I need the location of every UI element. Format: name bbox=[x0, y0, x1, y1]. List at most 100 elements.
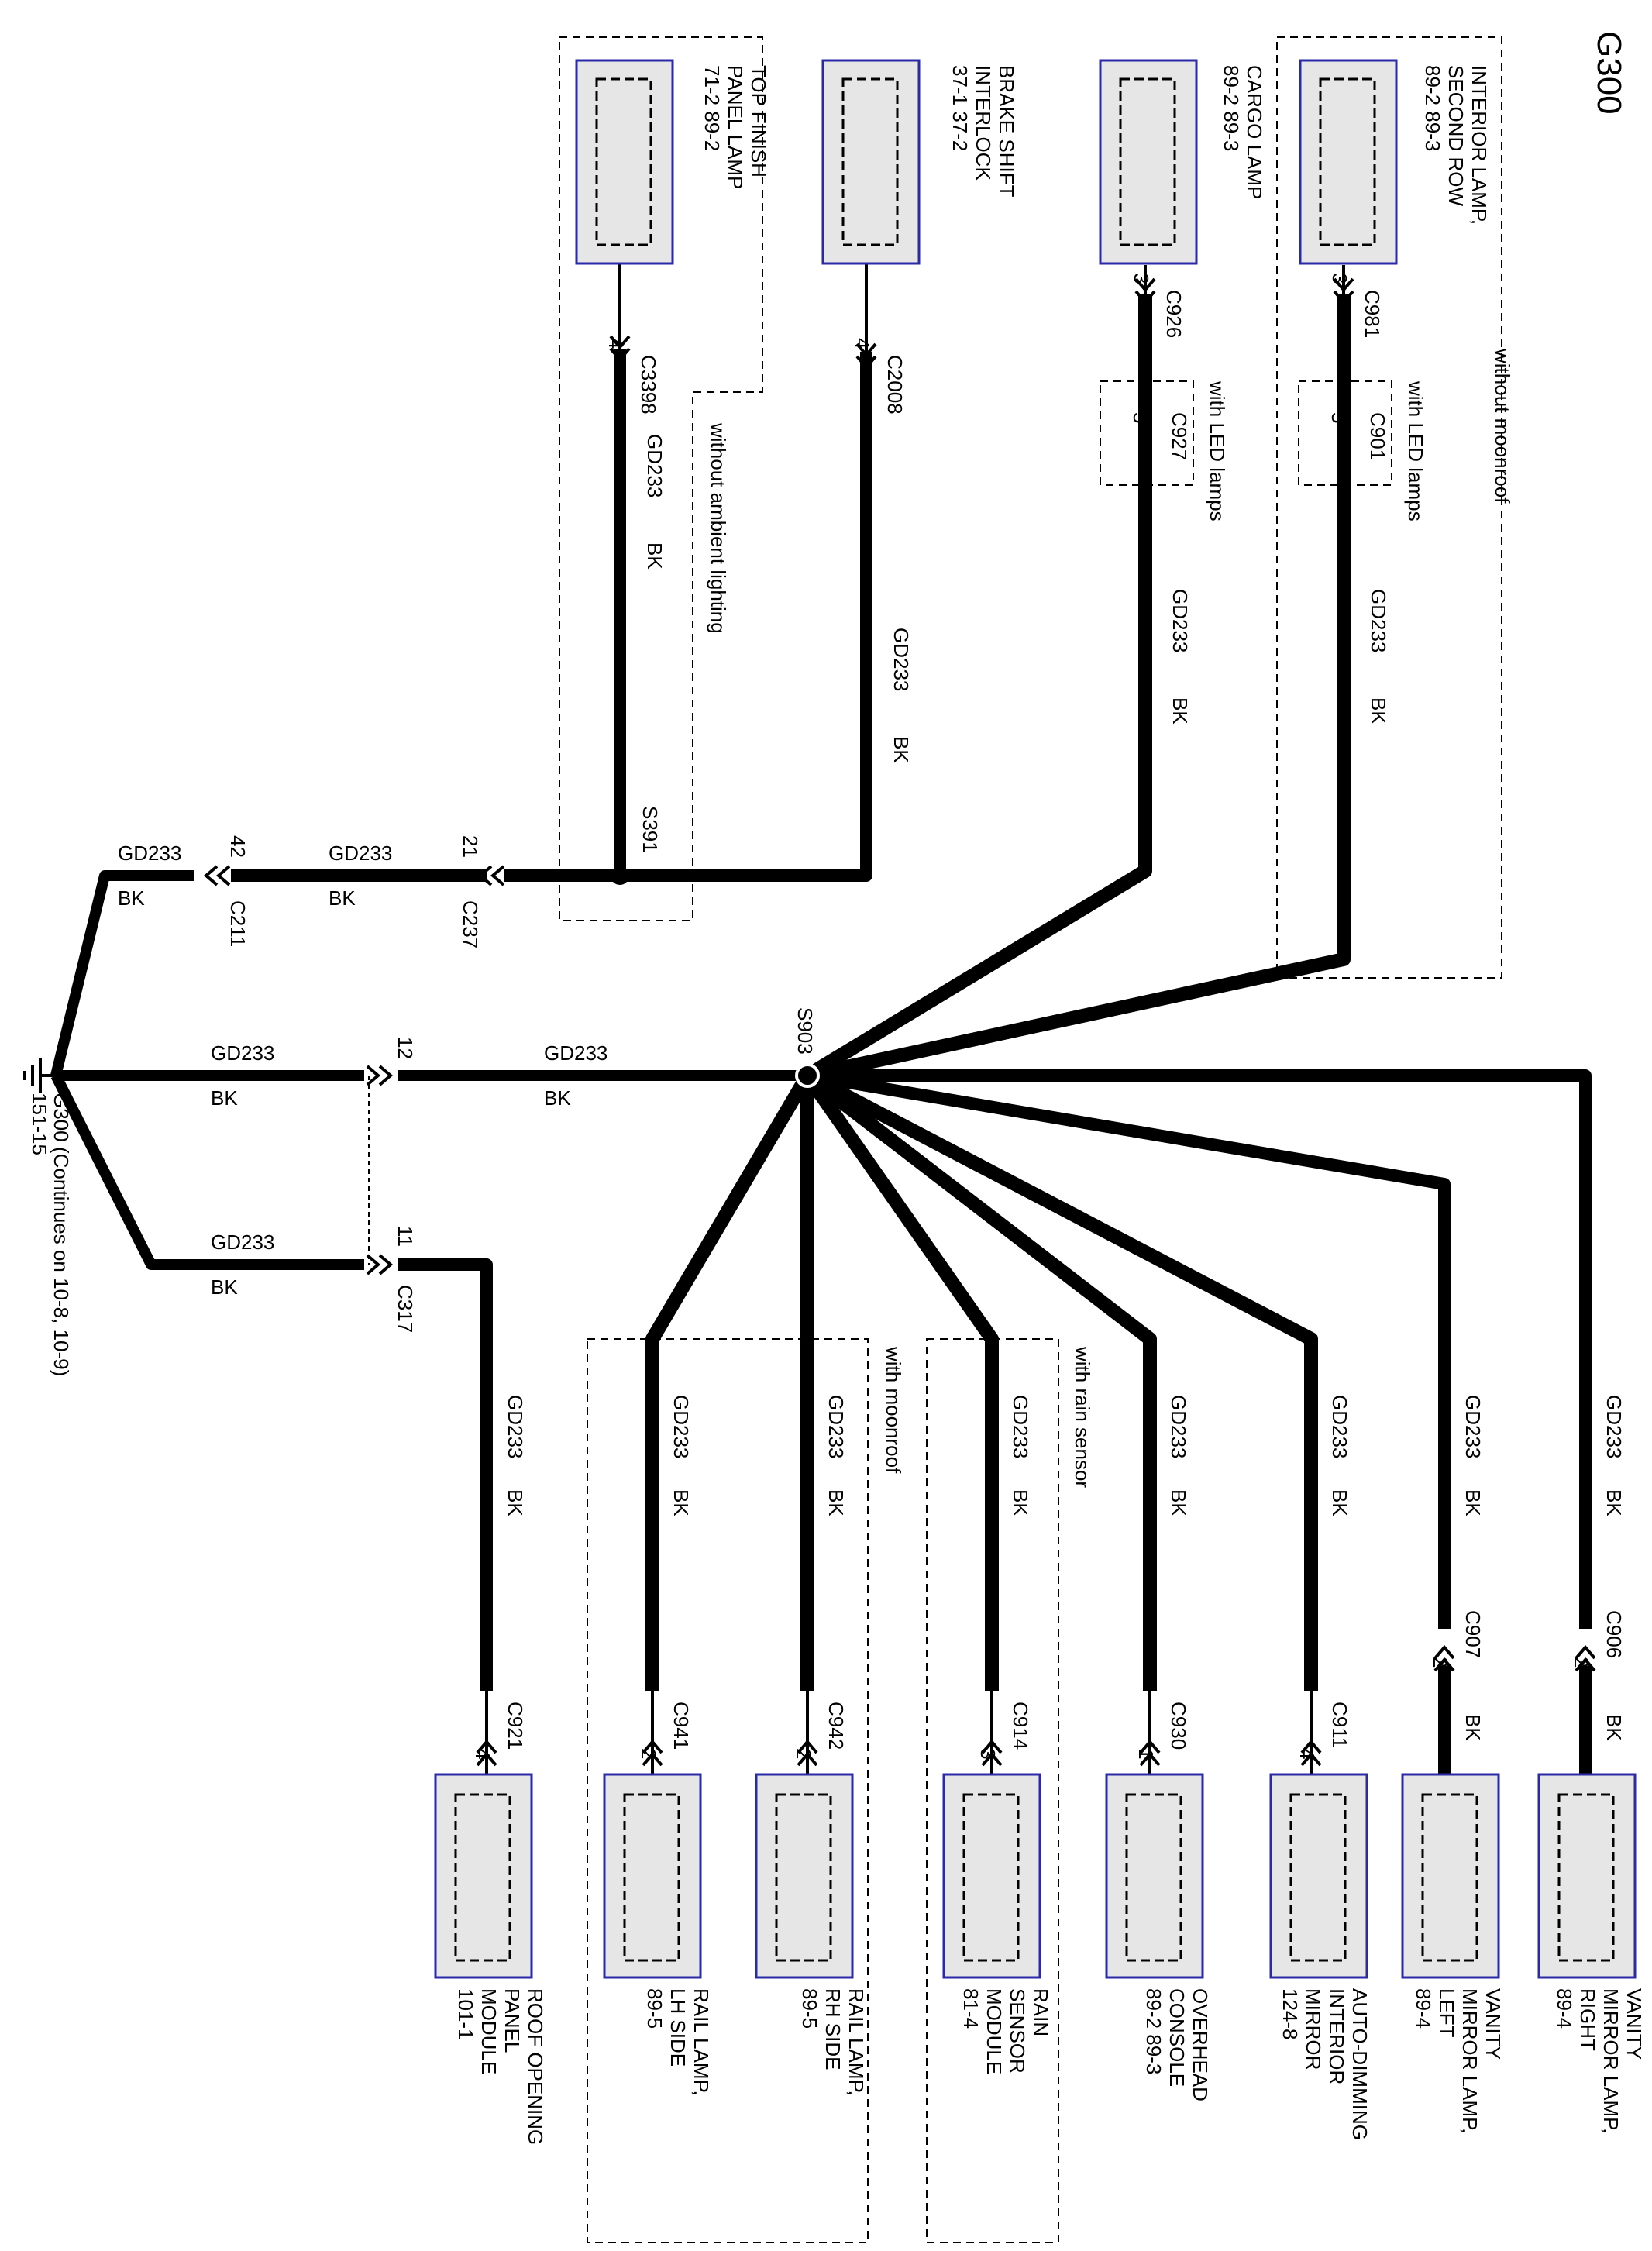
wire-c317-ground bbox=[50, 1072, 364, 1270]
component-vanity-right[interactable] bbox=[1537, 1773, 1637, 1979]
connector-c211-icon bbox=[203, 865, 231, 886]
label-rail_rh-line-2: RH SIDE bbox=[821, 1988, 845, 2070]
label-auto_dimming-line-3: MIRROR bbox=[1302, 1988, 1325, 2070]
circuit-auto_dimming: GD233 bbox=[1328, 1395, 1351, 1458]
label-cargo_lamp-line-1: CARGO LAMP bbox=[1243, 65, 1266, 199]
box-led-c901 bbox=[1298, 380, 1392, 486]
label-auto_dimming-line-2: INTERIOR bbox=[1325, 1988, 1348, 2084]
connector-cargo_lamp: C926 bbox=[1162, 290, 1186, 338]
connector-c907-icon bbox=[1433, 1644, 1455, 1672]
pin-pin12: 12 bbox=[394, 1037, 417, 1059]
pin-top_finish: 4 bbox=[604, 338, 628, 349]
wire-brake-shift bbox=[504, 352, 872, 882]
without-moonroof-label: without moonroof bbox=[1491, 348, 1514, 504]
label-vanity_right-line-2: MIRROR LAMP, bbox=[1599, 1988, 1623, 2133]
label-overhead_console-line-2: CONSOLE bbox=[1165, 1988, 1189, 2087]
label-rail_rh-line-1: RAIL LAMP, bbox=[845, 1988, 868, 2096]
wire-auto-dimming bbox=[804, 1069, 1318, 1691]
color-roof_opening: BK bbox=[504, 1489, 527, 1516]
label-interior_lamp-line-3: 89-2 89-3 bbox=[1421, 65, 1444, 151]
component-vanity-left[interactable] bbox=[1401, 1773, 1500, 1979]
component-rail-rh[interactable] bbox=[755, 1773, 854, 1979]
label-brake_shift-line-3: 37-1 37-2 bbox=[948, 65, 972, 151]
circuit-pin12: GD233 bbox=[544, 1041, 607, 1065]
page-title: G300 bbox=[1590, 31, 1628, 115]
wire-rail-lh bbox=[645, 1072, 814, 1691]
led-pin-interior_lamp: 5 bbox=[1327, 412, 1351, 423]
splice-s391[interactable] bbox=[611, 866, 629, 885]
connector-vanity_right: C906 bbox=[1602, 1610, 1626, 1658]
label-roof_opening-line-2: PANEL bbox=[501, 1988, 524, 2053]
color-c211-left: BK bbox=[118, 886, 145, 910]
circuit-rain_sensor: GD233 bbox=[1009, 1395, 1032, 1458]
color-rain_sensor: BK bbox=[1009, 1489, 1032, 1516]
component-rail-lh[interactable] bbox=[603, 1773, 702, 1979]
color-c237: BK bbox=[329, 886, 356, 910]
label-interior_lamp-line-1: INTERIOR LAMP, bbox=[1468, 65, 1491, 225]
splice-s903[interactable] bbox=[795, 1063, 820, 1088]
color-rail_lh: BK bbox=[669, 1489, 693, 1516]
connector-symbols bbox=[203, 277, 1596, 1767]
label-vanity_right-line-3: RIGHT bbox=[1576, 1988, 1599, 2051]
label-vanity_left-line-2: MIRROR LAMP, bbox=[1458, 1988, 1482, 2133]
connector-c906-icon bbox=[1575, 1644, 1596, 1672]
label-brake_shift-line-1: BRAKE SHIFT bbox=[995, 65, 1018, 198]
color-pin12-left: BK bbox=[211, 1086, 238, 1110]
connector-c914-icon bbox=[981, 1739, 1003, 1767]
label-cargo_lamp-line-2: 89-2 89-3 bbox=[1220, 65, 1243, 151]
ground-ref: 151-15 bbox=[28, 1093, 51, 1155]
short-color-vanity_right: BK bbox=[1602, 1714, 1626, 1741]
wire-c317-roof bbox=[398, 1258, 493, 1691]
pin-vanity_left: 2 bbox=[1429, 1657, 1452, 1668]
wire-vanity-right bbox=[807, 1069, 1592, 1629]
component-rain-sensor[interactable] bbox=[942, 1773, 1041, 1979]
circuit-rail_lh: GD233 bbox=[669, 1395, 693, 1458]
color-interior_lamp: BK bbox=[1367, 697, 1390, 725]
component-cargo-lamp[interactable] bbox=[1099, 59, 1198, 265]
color-auto_dimming: BK bbox=[1328, 1489, 1351, 1516]
color-rail_rh: BK bbox=[824, 1489, 848, 1516]
connector-top_finish: C3398 bbox=[637, 355, 660, 415]
circuit-vanity_left: GD233 bbox=[1461, 1395, 1485, 1458]
with-rain-sensor-label: with rain sensor bbox=[1071, 1346, 1094, 1488]
box-without-moonroof bbox=[1276, 36, 1502, 979]
component-auto-dimming[interactable] bbox=[1269, 1773, 1368, 1979]
component-overhead-console[interactable] bbox=[1105, 1773, 1204, 1979]
splice-s903-label: S903 bbox=[793, 1007, 817, 1055]
label-vanity_left-line-4: 89-4 bbox=[1412, 1988, 1435, 2029]
color-pin12: BK bbox=[544, 1086, 571, 1110]
connector-c921-icon bbox=[476, 1739, 497, 1767]
label-rain_sensor-line-3: MODULE bbox=[983, 1988, 1006, 2074]
connector-c3398-icon bbox=[609, 335, 631, 363]
pin-brake_shift: 4 bbox=[851, 338, 874, 349]
component-interior-lamp[interactable] bbox=[1299, 59, 1398, 265]
circuit-rail_rh: GD233 bbox=[824, 1395, 848, 1458]
label-brake_shift-line-2: INTERLOCK bbox=[972, 65, 995, 181]
component-brake-shift[interactable] bbox=[821, 59, 921, 265]
circuit-vanity_right: GD233 bbox=[1602, 1395, 1626, 1458]
component-top-finish[interactable] bbox=[575, 59, 674, 265]
box-with-rain-sensor bbox=[926, 1338, 1059, 2243]
connector-c942-icon bbox=[797, 1739, 818, 1767]
label-vanity_left-line-3: LEFT bbox=[1435, 1988, 1458, 2038]
pin-cargo_lamp: 3 bbox=[1130, 273, 1153, 284]
pin-rail_lh: 2 bbox=[637, 1748, 660, 1759]
with-led-lamps-c901-label: with LED lamps bbox=[1404, 380, 1427, 521]
wire-c211-ground bbox=[50, 870, 194, 1077]
label-overhead_console-line-3: 89-2 89-3 bbox=[1142, 1988, 1165, 2074]
label-overhead_console-line-1: OVERHEAD bbox=[1189, 1988, 1212, 2101]
connector-c2008-icon bbox=[855, 342, 877, 370]
led-pin-cargo_lamp: 5 bbox=[1129, 412, 1152, 423]
led-connector-interior_lamp: C901 bbox=[1366, 412, 1389, 460]
circuit-cargo_lamp: GD233 bbox=[1168, 589, 1192, 652]
label-rail_lh-line-3: 89-5 bbox=[643, 1988, 666, 2029]
circuit-interior_lamp: GD233 bbox=[1367, 589, 1390, 652]
connector-brake_shift: C2008 bbox=[883, 355, 907, 415]
connector-c237: C237 bbox=[459, 900, 482, 948]
component-roof-opening[interactable] bbox=[434, 1773, 533, 1979]
pin-auto_dimming: 4 bbox=[1296, 1748, 1319, 1759]
circuit-c237: GD233 bbox=[329, 842, 392, 865]
connector-rail_rh: C942 bbox=[824, 1702, 848, 1750]
connector-rain_sensor: C914 bbox=[1009, 1702, 1032, 1750]
pin-overhead_console: 1 bbox=[1134, 1748, 1158, 1759]
